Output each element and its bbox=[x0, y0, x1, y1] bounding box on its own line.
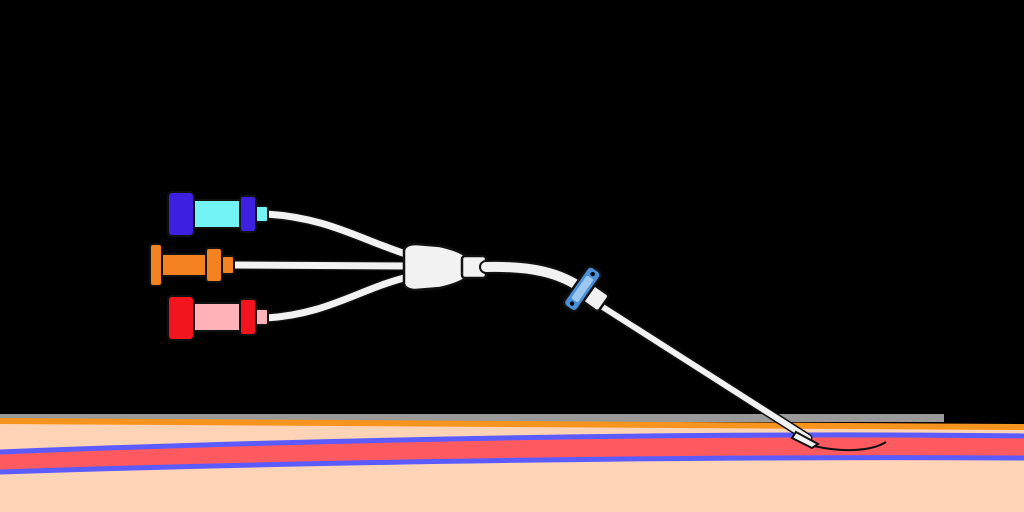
tube-1 bbox=[262, 210, 416, 260]
tissue-layers bbox=[0, 414, 1024, 512]
catheter-tip bbox=[790, 430, 820, 450]
vessel-wall-top bbox=[0, 432, 1024, 455]
hub-1-cap bbox=[167, 191, 195, 237]
shaft-lower bbox=[595, 301, 811, 441]
vessel-wall-bottom bbox=[0, 455, 1024, 475]
luer-lock-hub-icon bbox=[149, 243, 235, 287]
skin-top-line bbox=[0, 418, 1024, 430]
skin-gray-edge bbox=[0, 414, 944, 422]
suture-wing-icon bbox=[562, 265, 610, 313]
hub-2-body bbox=[155, 253, 213, 277]
catheter-shaft bbox=[479, 259, 887, 452]
hub-2-tip bbox=[221, 255, 235, 275]
wing-hole-top bbox=[590, 271, 595, 277]
hub-3-collar bbox=[239, 298, 257, 336]
tube-2 bbox=[228, 261, 412, 270]
lumen-tubes bbox=[227, 209, 417, 323]
wing-inner bbox=[571, 275, 593, 302]
guidewire bbox=[813, 441, 887, 452]
hub-2-collar bbox=[205, 247, 223, 283]
luer-lock-hub-icon bbox=[167, 295, 269, 341]
hub-3-cap bbox=[167, 295, 195, 341]
tube-3 bbox=[262, 272, 416, 322]
junction-body bbox=[402, 242, 468, 292]
luer-lock-hub-icon bbox=[167, 191, 269, 237]
hub-3-body bbox=[189, 302, 247, 332]
hub-1-collar bbox=[239, 195, 257, 233]
hub-2-cap bbox=[149, 243, 163, 287]
hub-1-body bbox=[189, 199, 247, 229]
wing-hole-bottom bbox=[569, 301, 575, 306]
